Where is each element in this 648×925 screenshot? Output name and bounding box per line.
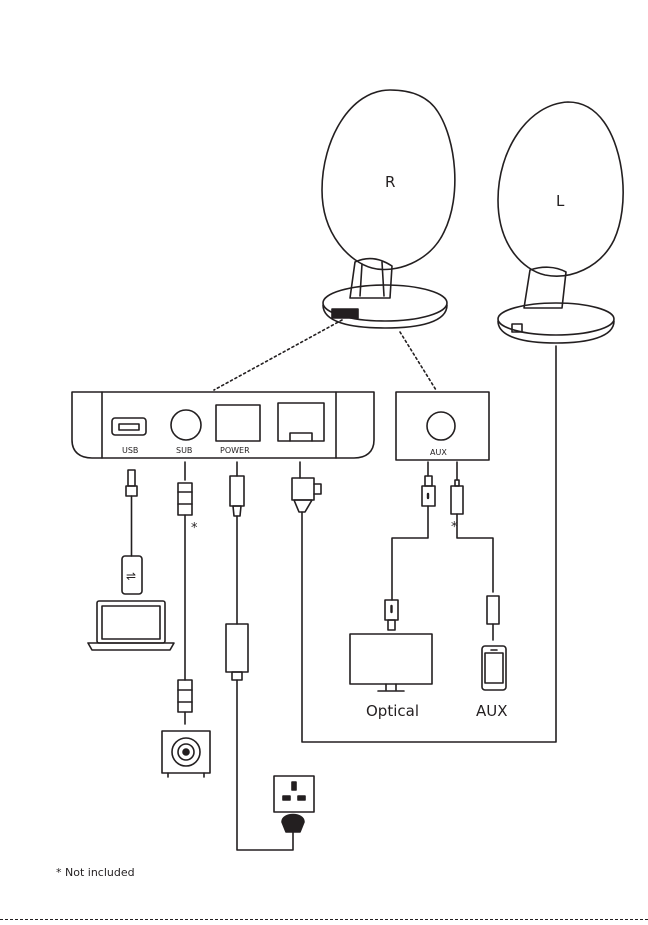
subwoofer-icon bbox=[162, 731, 210, 777]
left-speaker bbox=[498, 102, 623, 343]
usb-micro-plug bbox=[128, 470, 135, 486]
sub-not-included-mark: * bbox=[191, 521, 198, 536]
network-port-icon bbox=[278, 403, 324, 441]
power-cable bbox=[226, 462, 293, 850]
aux-not-included-mark: * bbox=[451, 520, 458, 535]
sub-rca-plug-top bbox=[178, 483, 192, 515]
footnote-text: Not included bbox=[65, 866, 135, 879]
phone-icon bbox=[482, 646, 506, 690]
callout-line-aux-panel bbox=[400, 332, 436, 390]
aux-cable bbox=[451, 462, 499, 640]
right-speaker-neck bbox=[350, 259, 392, 298]
mains-plug-icon bbox=[282, 815, 304, 833]
optical-cable bbox=[385, 462, 435, 630]
speaker-link-cable bbox=[292, 346, 556, 742]
sub-cable bbox=[178, 462, 192, 724]
callout-line-main-panel bbox=[214, 320, 342, 390]
aux-jack-top bbox=[451, 486, 463, 514]
usb-plug-symbol-icon: ⇌ bbox=[126, 569, 136, 583]
laptop-icon bbox=[88, 601, 174, 650]
aux-jack-bottom bbox=[487, 596, 499, 624]
aux-port-icon bbox=[427, 412, 455, 440]
power-port-icon bbox=[216, 405, 260, 441]
power-port-label: POWER bbox=[220, 446, 250, 455]
usb-port-inner bbox=[119, 424, 139, 430]
network-port-notch bbox=[290, 433, 312, 441]
aux-port-label: AUX bbox=[430, 448, 447, 457]
sub-port-label: SUB bbox=[176, 446, 192, 455]
right-speaker-neck-inner bbox=[360, 262, 384, 296]
wall-socket-icon bbox=[274, 776, 314, 832]
left-speaker-shell bbox=[498, 102, 623, 276]
sub-port-icon bbox=[171, 410, 201, 440]
dc-plug bbox=[230, 476, 244, 506]
right-speaker-label: R bbox=[385, 173, 395, 191]
footnote-mark: * bbox=[56, 866, 62, 879]
left-speaker-neck bbox=[524, 267, 566, 308]
usb-port-icon bbox=[112, 418, 146, 435]
sub-rca-plug-bottom bbox=[178, 680, 192, 712]
usb-cable: ⇌ bbox=[122, 470, 142, 594]
footnote: * Not included bbox=[56, 866, 135, 879]
usb-port-label: USB bbox=[122, 446, 138, 455]
link-plug bbox=[292, 478, 314, 500]
right-speaker bbox=[322, 90, 455, 328]
tv-icon bbox=[350, 634, 432, 691]
page-bottom-rule bbox=[0, 919, 648, 920]
aux-device-label: AUX bbox=[476, 702, 508, 720]
left-speaker-label: L bbox=[556, 192, 565, 210]
usb-micro-plug-body bbox=[126, 486, 137, 496]
optical-label: Optical bbox=[366, 702, 419, 720]
power-adapter-icon bbox=[226, 624, 248, 672]
right-speaker-ports bbox=[332, 309, 358, 318]
